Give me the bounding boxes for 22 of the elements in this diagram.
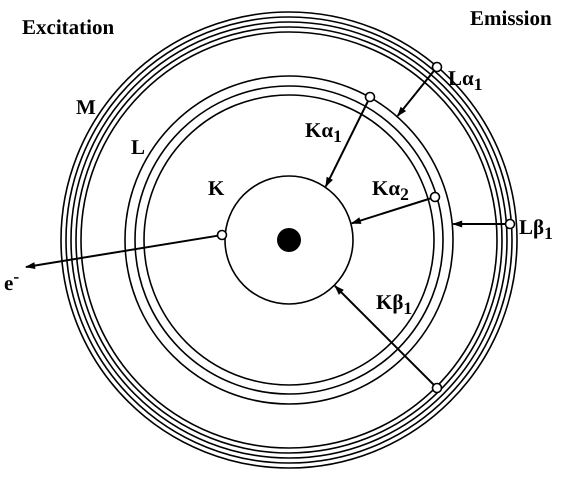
transition-arrow (334, 285, 434, 386)
electron-label: e$^{-}$ (4, 268, 20, 294)
shell-label: L (131, 137, 146, 158)
shell-label: M (76, 97, 96, 118)
edge-label: Kβ$_{1}$ (376, 292, 412, 318)
transition-arrow (25, 234, 218, 269)
electron-shell (205, 174, 355, 306)
shell-label: K (208, 178, 224, 199)
electron-circle (216, 229, 228, 241)
edge-label: Kα$_{1}$ (305, 120, 342, 146)
electron-circle (364, 91, 376, 103)
heading-label: Excitation (22, 17, 114, 38)
edge-label: Kα$_{2}$ (372, 178, 409, 204)
transition-arrow (452, 220, 505, 228)
transition-arrow (350, 198, 430, 224)
electron-circle (431, 382, 443, 394)
transition-arrow (396, 70, 435, 117)
heading-label: Emission (470, 8, 552, 29)
edge-label: Lβ$_{1}$ (519, 217, 553, 243)
electron-circle (429, 191, 441, 203)
electron-circle (504, 218, 516, 230)
electron-circle (431, 61, 443, 73)
